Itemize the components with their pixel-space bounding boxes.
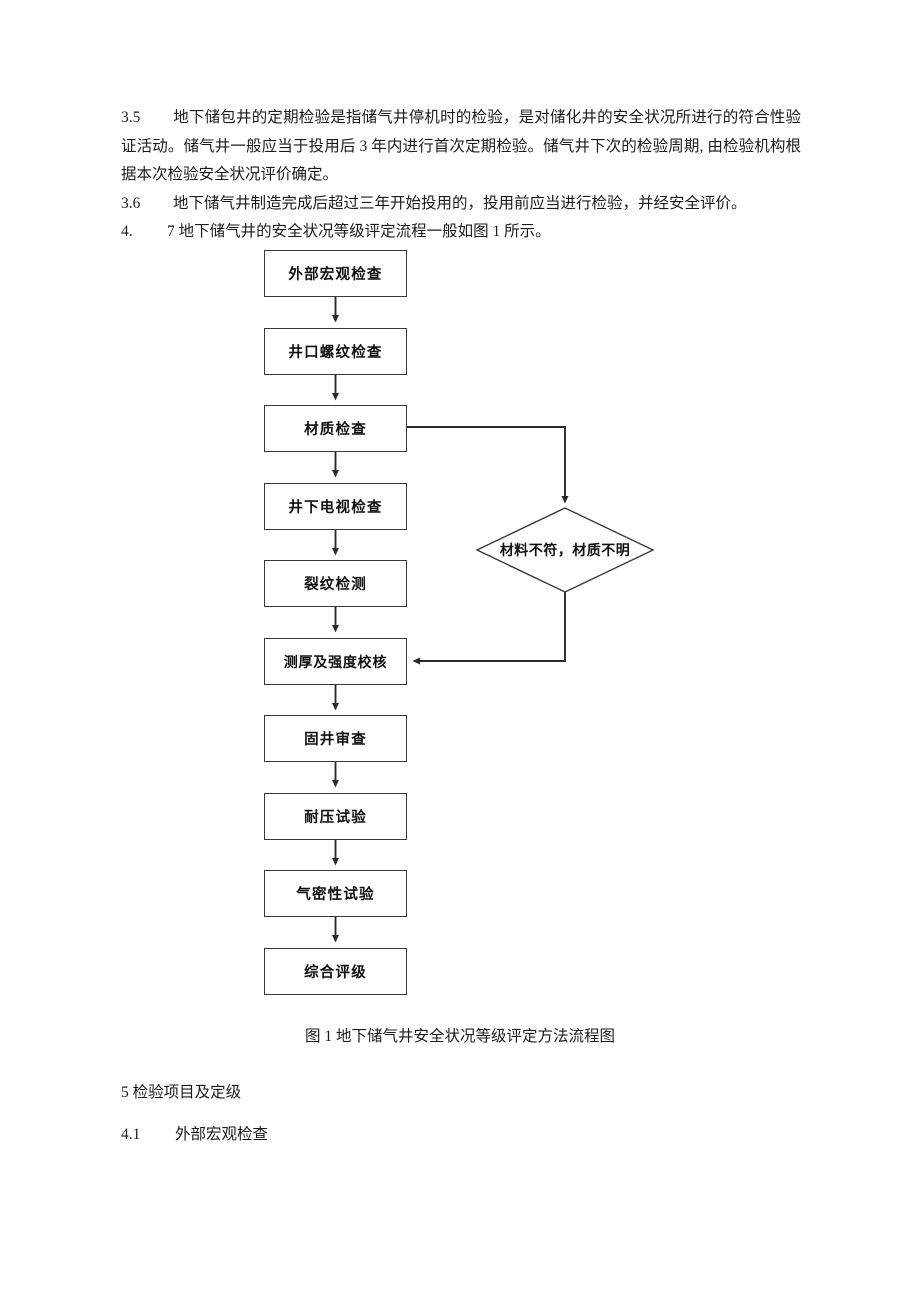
paragraph-text-3-5: 地下储包井的定期检验是指储气井停机时的检验，是对储化井的安全状况所进行的符合性验… (121, 109, 801, 183)
flow-node-gas-tightness-test: 气密性试验 (264, 870, 407, 917)
flow-node-label: 气密性试验 (296, 887, 375, 903)
paragraph-number-4: 4. (121, 223, 133, 240)
flow-node-cementing-review: 固井审查 (264, 715, 407, 762)
flow-node-wellhead-thread-inspection: 井口螺纹检查 (264, 328, 407, 375)
paragraph-text-3-6: 地下储气井制造完成后超过三年开始投用的，投用前应当进行检验，并经安全评价。 (173, 194, 747, 212)
paragraph-number-3-5: 3.5 (121, 109, 141, 126)
flow-node-material-mismatch-unknown: 材料不符，材质不明 (470, 536, 660, 564)
flow-node-pressure-test: 耐压试验 (264, 793, 407, 840)
paragraph-number-3-6: 3.6 (121, 194, 141, 212)
heading-number-5: 5 (121, 1084, 129, 1101)
figure-caption: 图 1 地下储气井安全状况等级评定方法流程图 (304, 1028, 615, 1045)
flow-node-label: 综合评级 (304, 965, 367, 981)
flow-node-label: 井口螺纹检查 (288, 345, 383, 361)
edge-d1-n6 (412, 592, 566, 665)
flow-node-crack-detection: 裂纹检测 (264, 560, 407, 607)
paragraph-3-6: 3.6 地下储气井制造完成后超过三年开始投用的，投用前应当进行检验，并经安全评价。 (121, 190, 801, 219)
flow-node-label: 测厚及强度校核 (283, 654, 388, 671)
flow-node-label: 固井审查 (304, 732, 367, 748)
heading-section-4-1: 4.1 外部宏观检查 (121, 1122, 268, 1144)
flow-node-downhole-tv-inspection: 井下电视检查 (264, 483, 407, 530)
edge-n3-d1 (407, 426, 569, 504)
heading-text-5: 检验项目及定级 (132, 1084, 242, 1101)
flow-node-label: 井下电视检查 (288, 500, 383, 516)
flow-node-label: 材料不符，材质不明 (499, 543, 631, 559)
paragraph-text-4-7: 7 地下储气井的安全状况等级评定流程一般如图 1 所示。 (167, 223, 551, 240)
flow-node-material-inspection: 材质检查 (264, 405, 407, 452)
flow-node-label: 外部宏观检查 (288, 267, 383, 283)
heading-text-4-1: 外部宏观检查 (175, 1126, 269, 1143)
flow-node-label: 裂纹检测 (304, 577, 367, 593)
flow-node-label: 耐压试验 (304, 810, 367, 826)
paragraph-4-7: 4. 7 地下储气井的安全状况等级评定流程一般如图 1 所示。 (121, 218, 801, 247)
flow-node-label: 材质检查 (304, 422, 367, 438)
flow-node-comprehensive-rating: 综合评级 (264, 948, 407, 995)
heading-section-5: 5 检验项目及定级 (121, 1080, 241, 1102)
heading-number-4-1: 4.1 (121, 1126, 141, 1143)
flow-node-external-macro-inspection: 外部宏观检查 (264, 250, 407, 297)
flow-node-thickness-strength-check: 测厚及强度校核 (264, 638, 407, 685)
